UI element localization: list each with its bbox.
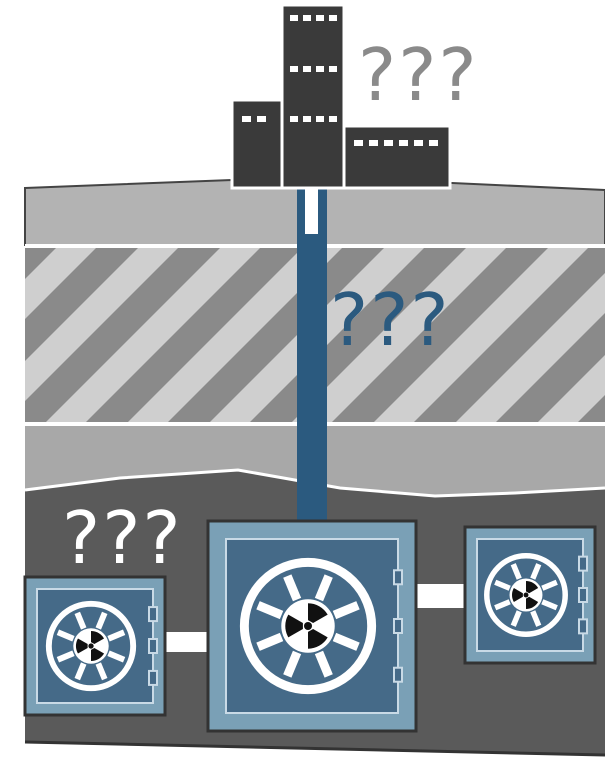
building-left	[232, 100, 282, 188]
connector-left	[162, 632, 212, 652]
connector-right	[414, 584, 468, 608]
building-right	[344, 126, 450, 188]
shaft-question-label: ???	[330, 278, 451, 362]
vault-center	[208, 521, 416, 731]
building-tower	[282, 5, 344, 188]
access-shaft	[297, 186, 327, 524]
vault-left	[25, 577, 165, 715]
repository-question-label: ???	[62, 496, 183, 580]
surface-question-label: ???	[358, 33, 479, 117]
vault-right	[465, 527, 595, 663]
